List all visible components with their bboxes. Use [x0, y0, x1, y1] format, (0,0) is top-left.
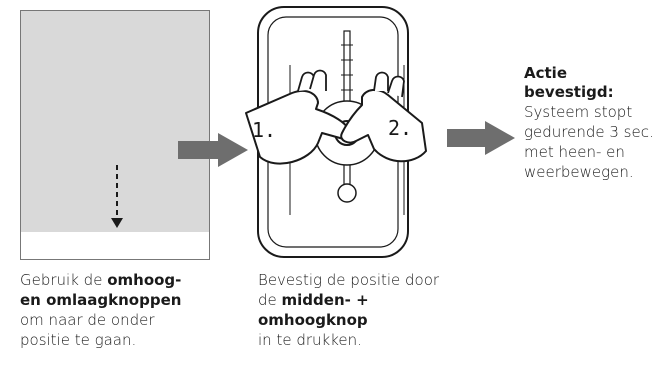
result-desc-line2: gedurende 3 sec. — [524, 123, 654, 141]
flow-arrow-2 — [447, 121, 515, 155]
flow-arrow-1 — [178, 133, 248, 167]
finger-2-label: 2. — [388, 116, 412, 140]
remote-control: 1. 2. — [245, 6, 427, 258]
result-title-line2: bevestigd: — [524, 83, 614, 101]
step2-caption-line3: in te drukken. — [258, 331, 362, 349]
finger-1-label: 1. — [252, 118, 276, 142]
step2-caption-line1: Bevestig de positie door — [258, 271, 440, 289]
result-desc-line4: weerbewegen. — [524, 163, 634, 181]
step1-caption: Gebruik de omhoog- en omlaagknoppen om n… — [20, 270, 220, 350]
down-arrow-icon — [111, 165, 123, 228]
window-blind-panel — [20, 10, 210, 260]
step1-caption-bold2: en omlaagknoppen — [20, 291, 182, 309]
step1-caption-line4: positie te gaan. — [20, 331, 137, 349]
step1-caption-bold1: omhoog- — [107, 271, 182, 289]
result-desc-line3: met heen- en — [524, 143, 625, 161]
result-text: Actie bevestigd: Systeem stopt gedurende… — [524, 64, 670, 182]
step2-caption-bold: midden- + omhoogknop — [258, 291, 369, 329]
step1-caption-line3: om naar de onder — [20, 311, 155, 329]
step2-caption-line2: de — [258, 291, 282, 309]
result-desc-line1: Systeem stopt — [524, 103, 633, 121]
step1-caption-line1: Gebruik de — [20, 271, 103, 289]
result-title-line1: Actie — [524, 64, 567, 82]
right-hand-icon — [340, 71, 427, 163]
step2-caption: Bevestig de positie door de midden- + om… — [258, 270, 468, 350]
